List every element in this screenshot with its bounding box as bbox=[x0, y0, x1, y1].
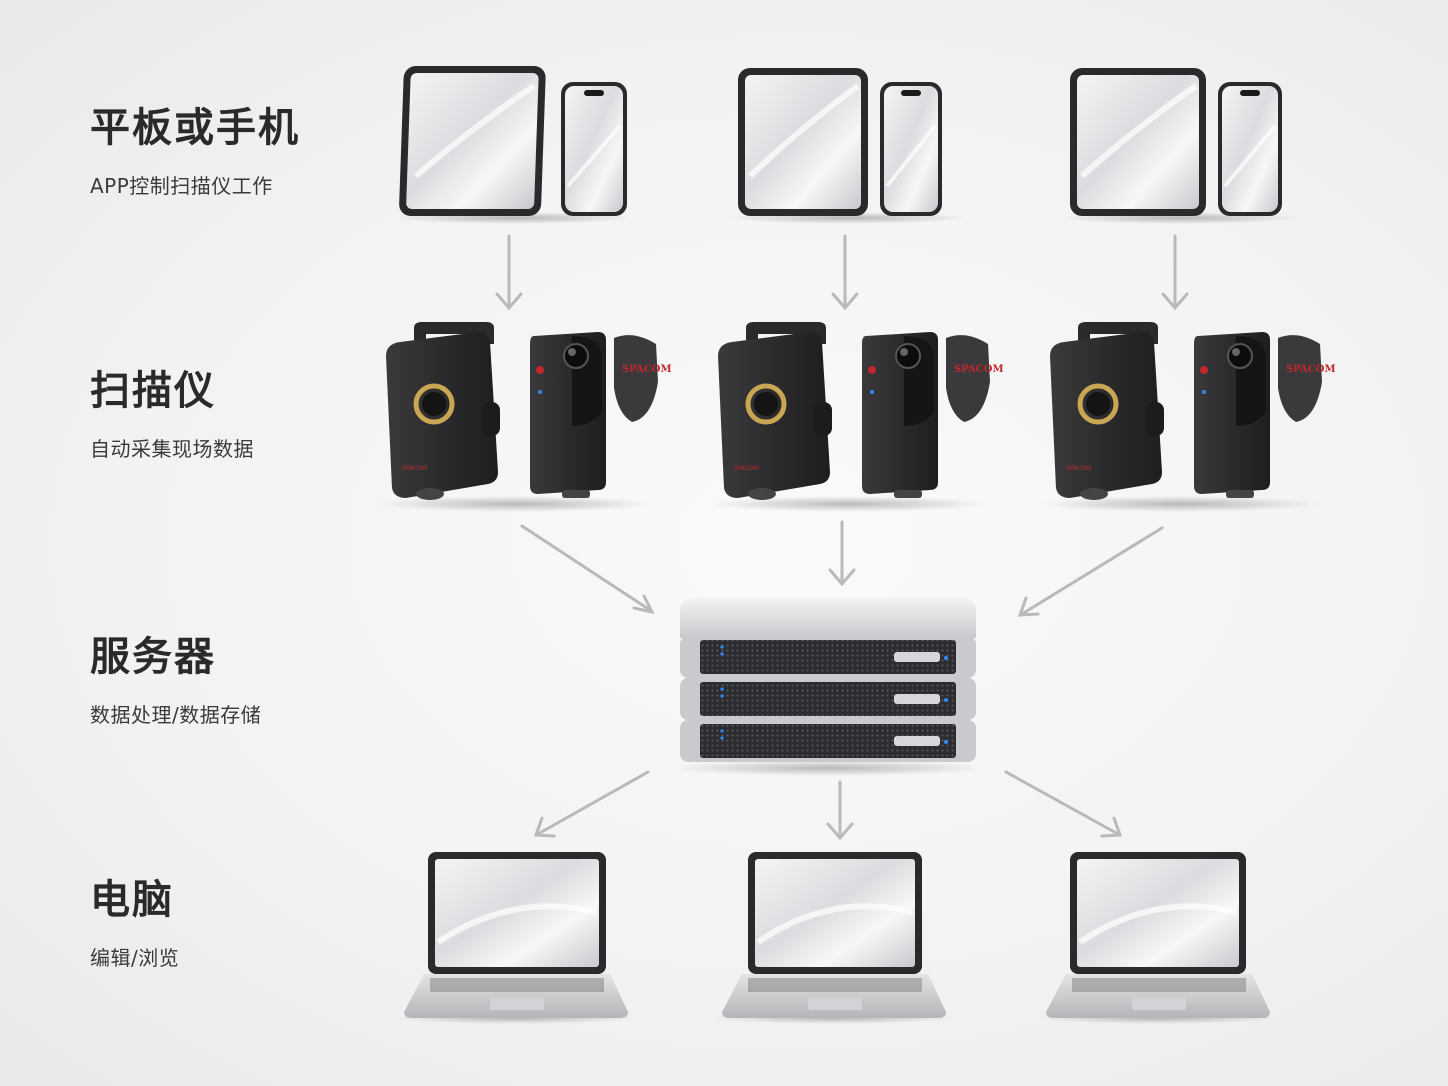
tablet-icon bbox=[399, 66, 546, 216]
arrow-down-icon bbox=[828, 520, 856, 587]
arrow-down-icon bbox=[826, 780, 854, 841]
tier-title-tablet: 平板或手机 bbox=[90, 105, 300, 151]
phone-icon bbox=[1218, 82, 1282, 216]
tier-subtitle-scanner: 自动采集现场数据 bbox=[90, 437, 254, 461]
server-stack-icon bbox=[668, 598, 988, 776]
scanner-case-icon: SPACOM bbox=[614, 335, 672, 422]
tier-title-server: 服务器 bbox=[90, 634, 216, 680]
laptop-icon-1 bbox=[396, 852, 636, 1024]
device-brand-text: SPACOM bbox=[622, 364, 672, 375]
device-brand-text: SPACOM bbox=[954, 364, 1004, 375]
tier-title-computer: 电脑 bbox=[90, 877, 174, 923]
phone-icon bbox=[880, 82, 942, 216]
tablet-phone-group-2 bbox=[728, 68, 968, 224]
server-unit bbox=[680, 636, 976, 678]
scanner-device-icon: SPACOM bbox=[718, 322, 832, 500]
tier-subtitle-tablet: APP控制扫描仪工作 bbox=[90, 174, 273, 198]
arrows-server-to-computer bbox=[533, 770, 1123, 841]
tablet-phone-group-1 bbox=[394, 66, 634, 224]
arrow-down-icon bbox=[1161, 234, 1189, 311]
svg-text:SPACOM: SPACOM bbox=[402, 465, 427, 472]
arrows-scanner-to-server bbox=[520, 520, 1164, 617]
camera-device-icon bbox=[1194, 332, 1270, 498]
laptop-icon-2 bbox=[714, 852, 954, 1024]
tablet-icon bbox=[1070, 68, 1206, 216]
arrow-down-icon bbox=[495, 234, 523, 311]
camera-device-icon bbox=[530, 332, 606, 498]
scanner-device-icon: SPACOM bbox=[1050, 322, 1164, 500]
arrow-diagonal-icon bbox=[1004, 770, 1123, 838]
tier-label-scanner: 扫描仪 自动采集现场数据 bbox=[90, 367, 254, 462]
scanner-group-2: SPACOM SPACOM bbox=[708, 322, 1004, 512]
camera-device-icon bbox=[862, 332, 938, 498]
device-brand-text: SPACOM bbox=[1286, 364, 1336, 375]
scanner-device-icon: SPACOM bbox=[386, 322, 500, 500]
laptop-icon-3 bbox=[1038, 852, 1278, 1024]
server-unit bbox=[680, 720, 976, 762]
tier-subtitle-computer: 编辑/浏览 bbox=[90, 946, 180, 970]
tier-label-computer: 电脑 编辑/浏览 bbox=[90, 876, 179, 971]
scanner-case-icon: SPACOM bbox=[1278, 335, 1336, 422]
tablet-phone-group-3 bbox=[1060, 68, 1300, 224]
tablet-icon bbox=[738, 68, 868, 216]
arrow-diagonal-icon bbox=[1017, 526, 1164, 617]
svg-text:SPACOM: SPACOM bbox=[1066, 465, 1091, 472]
arrows-tablet-to-scanner bbox=[495, 234, 1189, 311]
tier-title-scanner: 扫描仪 bbox=[90, 368, 216, 414]
tier-subtitle-server: 数据处理/数据存储 bbox=[90, 703, 262, 727]
svg-text:SPACOM: SPACOM bbox=[734, 465, 759, 472]
arrow-diagonal-icon bbox=[533, 770, 650, 838]
tier-label-tablet: 平板或手机 APP控制扫描仪工作 bbox=[90, 104, 300, 199]
scanner-group-3: SPACOM SPACOM bbox=[1040, 322, 1336, 512]
server-unit bbox=[680, 678, 976, 720]
arrow-diagonal-icon bbox=[520, 524, 655, 615]
scanner-case-icon: SPACOM bbox=[946, 335, 1004, 422]
phone-icon bbox=[561, 82, 627, 216]
arrow-down-icon bbox=[831, 234, 859, 311]
scanner-group-1: SPACOM SPACOM bbox=[376, 322, 672, 512]
tier-label-server: 服务器 数据处理/数据存储 bbox=[90, 633, 261, 728]
